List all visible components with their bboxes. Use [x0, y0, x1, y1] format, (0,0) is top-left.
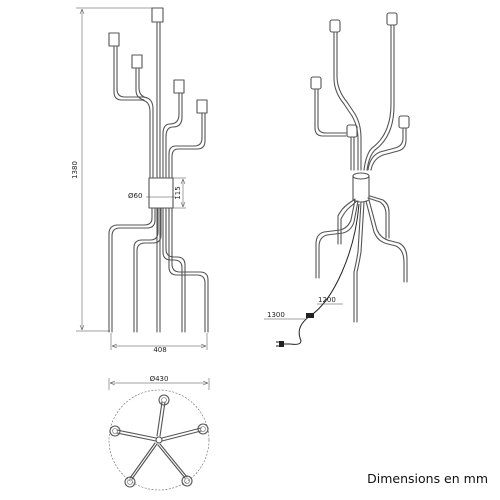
units-caption: Dimensions en mm	[367, 471, 488, 486]
height-label: 1380	[71, 161, 79, 179]
socket-upper-left	[108, 32, 120, 47]
width-label: 408	[153, 346, 166, 354]
upper-arms	[113, 21, 206, 179]
plan-view: Ø430	[108, 375, 210, 491]
perspective-arms	[314, 24, 407, 171]
socket-mid-right	[173, 79, 185, 94]
socket-lower-right	[196, 99, 208, 114]
plan-hub	[155, 436, 163, 444]
socket-p3	[310, 76, 322, 90]
plan-spokes	[116, 401, 202, 480]
socket-p2	[386, 12, 398, 26]
body-height-label: 115	[174, 186, 182, 199]
cord-length-upper-label: 1200	[318, 296, 336, 304]
width-dimension: 408	[110, 333, 208, 354]
perspective-body	[352, 172, 370, 203]
central-body	[148, 177, 174, 209]
socket-top	[151, 7, 164, 23]
base-diameter-label: Ø430	[150, 375, 169, 383]
legs	[108, 207, 209, 333]
body-diameter-label: Ø60	[128, 192, 142, 200]
plan-feet	[109, 394, 209, 488]
body-dimensions: Ø60 115	[128, 177, 186, 209]
cord-dimensions: 1200 1300	[264, 296, 343, 320]
socket-p5	[346, 124, 358, 138]
socket-p4	[398, 115, 410, 129]
power-cord	[276, 203, 360, 347]
cord-length-lower-label: 1300	[267, 311, 285, 319]
inline-switch	[306, 313, 314, 318]
front-elevation-view: 1380 Ø60	[71, 7, 209, 354]
socket-p1	[329, 19, 341, 33]
plug	[279, 341, 284, 347]
perspective-legs	[315, 195, 408, 323]
socket-mid-left	[131, 54, 143, 69]
perspective-view: 1200 1300	[264, 12, 410, 347]
height-dimension: 1380	[71, 7, 152, 332]
base-diameter-dimension: Ø430	[108, 375, 210, 390]
base-circle	[108, 389, 210, 491]
